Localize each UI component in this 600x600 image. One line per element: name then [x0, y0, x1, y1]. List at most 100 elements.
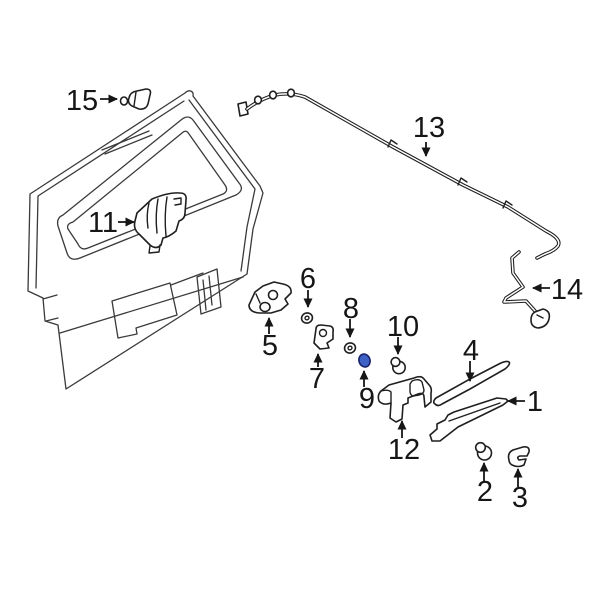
bracket-hole[interactable]	[267, 289, 279, 301]
callout-4[interactable]: 4	[463, 335, 479, 382]
hose-clip-tick-1[interactable]	[387, 139, 398, 148]
washer-nozzle-line[interactable]	[536, 314, 544, 319]
callouts: 1 2 3 4 5 6 7 8	[66, 85, 583, 514]
part-12-motor-cover[interactable]	[377, 375, 433, 423]
part-1-wiper-blade[interactable]	[429, 397, 509, 442]
pivot-bracket-hole[interactable]	[318, 328, 328, 338]
nozzle-hose-core[interactable]	[503, 251, 536, 312]
callout-6-label[interactable]: 6	[300, 263, 316, 295]
callout-1[interactable]: 1	[507, 386, 543, 418]
motor-rib-2[interactable]	[155, 198, 159, 234]
right-trim-line-2	[208, 275, 213, 306]
clip-body[interactable]	[127, 88, 152, 110]
hose-tube-outline[interactable]	[245, 92, 561, 260]
motor-cover-body[interactable]	[377, 375, 433, 423]
hose-bead-1[interactable]	[253, 95, 263, 105]
part-4-wiper-arm[interactable]	[432, 360, 511, 407]
callout-7[interactable]: 7	[309, 353, 325, 395]
motor-rib-3[interactable]	[164, 196, 168, 237]
callout-2[interactable]: 2	[477, 462, 493, 508]
grommet-8-outer[interactable]	[343, 341, 357, 354]
part-5-wiper-motor-bracket[interactable]	[248, 281, 292, 314]
part-9-pivot-seal-highlighted[interactable]	[357, 353, 371, 369]
pivot-cap-top[interactable]	[390, 356, 401, 368]
grommet-6-hole[interactable]	[304, 315, 310, 321]
part-15-hose-clip[interactable]	[119, 88, 152, 110]
callout-13[interactable]: 13	[413, 112, 445, 157]
callout-11-label[interactable]: 11	[88, 207, 118, 239]
callout-9-label[interactable]: 9	[359, 383, 375, 415]
liftgate-artwork	[27, 90, 264, 390]
license-plate-recess	[111, 282, 178, 339]
clip-body-line[interactable]	[133, 91, 137, 107]
callout-14-label[interactable]: 14	[551, 274, 583, 306]
callout-11[interactable]: 11	[88, 207, 135, 239]
hose-bead-3[interactable]	[286, 88, 296, 98]
pivot-nut-top[interactable]	[474, 441, 487, 454]
motor-cover-window[interactable]	[409, 379, 425, 397]
part-2-pivot-nut[interactable]	[474, 441, 493, 461]
motor-body[interactable]	[133, 192, 187, 249]
part-7-pivot-bracket[interactable]	[313, 324, 334, 350]
hose-clip-tick-2[interactable]	[457, 177, 468, 186]
hose-clip-tick-3[interactable]	[502, 200, 513, 209]
callout-7-label[interactable]: 7	[309, 363, 325, 395]
part-14-washer-nozzle-hose[interactable]	[502, 250, 551, 329]
wiper-blade-spine[interactable]	[448, 402, 501, 422]
callout-3[interactable]: 3	[512, 468, 528, 514]
bracket-rib[interactable]	[255, 293, 261, 304]
rear-window-glass	[66, 130, 228, 250]
wiper-blade-body[interactable]	[429, 397, 509, 442]
part-10-pivot-cap[interactable]	[390, 356, 406, 375]
callout-2-label[interactable]: 2	[477, 476, 493, 508]
liftgate-right-edge-inner	[188, 99, 256, 272]
motor-foot-tab[interactable]	[148, 244, 161, 254]
spoiler-line-2	[104, 134, 153, 155]
left-seam-1	[42, 294, 58, 300]
hose-end-fitting[interactable]	[237, 101, 249, 117]
callout-5-label[interactable]: 5	[262, 330, 278, 362]
part-11-wiper-motor[interactable]	[133, 192, 187, 254]
callout-15[interactable]: 15	[66, 85, 118, 117]
callout-12[interactable]: 12	[388, 420, 420, 466]
pivot-seal-highlight[interactable]	[357, 353, 371, 369]
callout-9[interactable]: 9	[359, 370, 375, 415]
callout-6[interactable]: 6	[300, 263, 316, 308]
lower-panel-crease	[59, 276, 244, 334]
hose-tube-core[interactable]	[246, 93, 560, 259]
right-trim-strip	[196, 268, 222, 315]
callout-8[interactable]: 8	[343, 293, 359, 338]
callout-10[interactable]: 10	[387, 311, 419, 355]
liftgate-top-edge-inner	[35, 100, 185, 289]
motor-connector-slot[interactable]	[173, 197, 182, 206]
callout-4-label[interactable]: 4	[463, 335, 479, 367]
part-6-grommet[interactable]	[300, 311, 314, 324]
spoiler-line-1	[101, 130, 150, 151]
callout-10-label[interactable]: 10	[387, 311, 419, 343]
callout-12-label[interactable]: 12	[388, 434, 420, 466]
washer-nozzle[interactable]	[530, 308, 551, 329]
clip-ring[interactable]	[119, 96, 129, 106]
recess-connect-line	[170, 272, 204, 286]
callout-14[interactable]: 14	[532, 274, 583, 306]
callout-8-label[interactable]: 8	[343, 293, 359, 325]
callout-13-label[interactable]: 13	[413, 112, 445, 144]
part-13-washer-hose[interactable]	[237, 88, 561, 260]
part-8-grommet[interactable]	[343, 341, 357, 354]
hose-bead-2[interactable]	[268, 90, 278, 100]
motor-cover-endcap-line[interactable]	[380, 389, 392, 404]
callout-15-label[interactable]: 15	[66, 85, 98, 117]
wiper-arm-body[interactable]	[432, 360, 511, 407]
callout-5[interactable]: 5	[262, 317, 278, 362]
callout-1-label[interactable]: 1	[527, 386, 543, 418]
part-3-arm-cover[interactable]	[507, 446, 530, 468]
liftgate-outline	[27, 90, 264, 390]
arm-cover-body[interactable]	[507, 446, 530, 468]
motor-rib-1[interactable]	[146, 202, 150, 229]
grommet-6-outer[interactable]	[300, 311, 314, 324]
grommet-8-hole[interactable]	[347, 345, 353, 351]
callout-3-label[interactable]: 3	[512, 482, 528, 514]
bracket-bushing[interactable]	[259, 301, 271, 313]
